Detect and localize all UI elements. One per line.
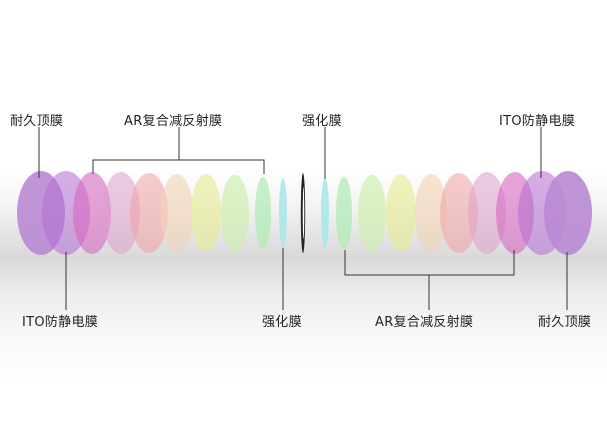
layer-ar-peach-left: [161, 174, 193, 252]
layer-ar-pink-left: [102, 172, 140, 254]
layer-ar-lightgreen-left: [221, 175, 249, 251]
label-durable-top-left: 耐久顶膜: [10, 114, 64, 129]
label-ito-top: ITO防静电膜: [499, 114, 576, 129]
layer-strengthen-right: [321, 178, 329, 248]
layer-ar-lightgreen-right: [358, 175, 386, 251]
layer-strengthen-left: [279, 178, 287, 248]
layer-ar-yellow-right: [386, 174, 416, 252]
leader-lines: [38, 127, 568, 310]
label-ito-bottom: ITO防静电膜: [22, 315, 99, 330]
layer-durable-right: [544, 171, 592, 255]
layer-ar-magenta-left: [73, 172, 111, 254]
label-ar-bottom: AR复合减反射膜: [375, 315, 474, 330]
label-strengthen-top: 强化膜: [302, 114, 342, 129]
leader-ar-top: [92, 159, 265, 174]
layer-ar-salmon-right: [440, 173, 478, 253]
layer-ar-pink-right: [468, 172, 506, 254]
coating-layers: [17, 171, 592, 255]
layer-ar-green-right: [336, 177, 352, 249]
layer-ar-peach-right: [415, 174, 447, 252]
label-durable-bottom-right: 耐久顶膜: [538, 315, 592, 330]
center-lens-highlight: [302, 187, 305, 239]
layer-ar-green-left: [255, 177, 271, 249]
label-ar-top: AR复合减反射膜: [124, 114, 223, 129]
layer-ar-yellow-left: [191, 174, 221, 252]
layer-ar-salmon-left: [130, 173, 168, 253]
label-strengthen-bottom: 强化膜: [262, 315, 302, 330]
